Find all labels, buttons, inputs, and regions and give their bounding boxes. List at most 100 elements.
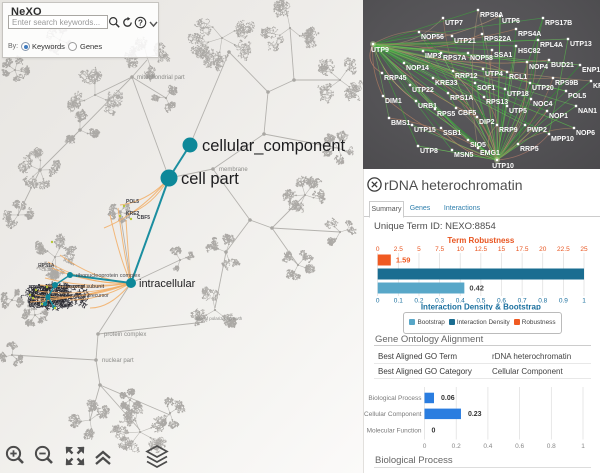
network-node-label: ENP1	[582, 67, 600, 74]
tab-genes[interactable]: Genes	[408, 201, 432, 215]
network-node-label: UTP8	[420, 148, 438, 155]
network-node-nop58[interactable]	[467, 52, 469, 54]
network-node-nop4[interactable]	[526, 61, 528, 63]
tree-gene-label: CBF5	[137, 215, 150, 221]
network-node-rrp5[interactable]	[517, 143, 519, 145]
network-node-hsc82[interactable]	[515, 45, 517, 47]
interaction-density-bar[interactable]	[378, 269, 584, 280]
network-node-nop1[interactable]	[546, 110, 548, 112]
collapse-icon[interactable]	[147, 18, 160, 31]
network-node-label: MSN5	[454, 152, 474, 159]
network-node-rps1a[interactable]	[447, 92, 449, 94]
network-node-utp15[interactable]	[411, 124, 413, 126]
tab-summary[interactable]: Summary	[369, 201, 404, 218]
network-node-sio5[interactable]	[467, 139, 469, 141]
zoom-out-icon[interactable]	[33, 444, 55, 468]
network-node-nop14[interactable]	[403, 62, 405, 64]
network-node-utp9[interactable]	[372, 43, 374, 45]
network-node-utp18[interactable]	[504, 88, 506, 90]
network-node-nop6[interactable]	[573, 127, 575, 129]
network-node-nan1[interactable]	[575, 105, 577, 107]
network-node-label: UTP20	[532, 85, 554, 92]
network-node-rrp9[interactable]	[496, 124, 498, 126]
search-icon[interactable]	[108, 16, 121, 29]
tree-node-intracellular[interactable]	[126, 278, 136, 288]
network-node-utp20[interactable]	[529, 82, 531, 84]
network-node-ssb1[interactable]	[440, 127, 442, 129]
network-node-utp4[interactable]	[482, 68, 484, 70]
legend-item[interactable]: Bootstrap	[409, 319, 444, 326]
go-bar[interactable]	[425, 409, 461, 420]
tree-node-label: cellular_component	[202, 137, 346, 155]
tree-node-cell-part[interactable]	[161, 170, 178, 187]
network-node-mpp10[interactable]	[548, 133, 550, 135]
legend-swatch	[409, 319, 415, 325]
legend-item[interactable]: Interaction Density	[449, 319, 510, 326]
network-node-pol5[interactable]	[565, 90, 567, 92]
network-node-label: NOP56	[421, 34, 444, 41]
network-node-rpl4a[interactable]	[537, 39, 539, 41]
network-node-rps7a[interactable]	[440, 52, 442, 54]
network-node-utp6[interactable]	[499, 15, 501, 17]
network-node-imp3[interactable]	[422, 50, 424, 52]
tab-interactions[interactable]: Interactions	[440, 201, 484, 215]
network-node-label: UTP5	[509, 108, 527, 115]
network-node-rps9b[interactable]	[552, 77, 554, 79]
tree-node-cellular-component[interactable]	[183, 138, 198, 153]
legend-item[interactable]: Robustness	[514, 319, 556, 326]
help-icon[interactable]: ?	[134, 16, 147, 29]
network-node-dip2[interactable]	[476, 116, 478, 118]
network-node-kre33[interactable]	[432, 77, 434, 79]
collapse-chevrons-icon[interactable]	[94, 450, 112, 468]
network-node-rrp45[interactable]	[381, 72, 383, 74]
search-input[interactable]	[8, 15, 108, 29]
network-node-rps4a[interactable]	[515, 28, 517, 30]
network-node-rps5[interactable]	[434, 108, 436, 110]
network-node-krr1[interactable]	[590, 80, 592, 82]
network-node-label: DIM1	[385, 98, 402, 105]
bootstrap-bar[interactable]	[378, 283, 465, 294]
radio-genes[interactable]	[68, 42, 77, 51]
network-node-rps8a[interactable]	[477, 9, 479, 11]
network-node-utp13[interactable]	[567, 38, 569, 40]
go-bar[interactable]	[425, 393, 435, 404]
network-node-utp22[interactable]	[409, 84, 411, 86]
network-node-urb1[interactable]	[415, 100, 417, 102]
network-node-sof1[interactable]	[474, 82, 476, 84]
network-node-utp10[interactable]	[496, 159, 498, 161]
network-node-utp8[interactable]	[417, 145, 419, 147]
network-node-utp21[interactable]	[451, 35, 453, 37]
network-node-rcl1[interactable]	[506, 71, 508, 73]
zoom-controls	[4, 444, 174, 470]
network-node-cbf5[interactable]	[455, 107, 457, 109]
network-node-rps13[interactable]	[483, 96, 485, 98]
network-node-emg1[interactable]	[477, 147, 479, 149]
network-node-bud21[interactable]	[548, 59, 550, 61]
robustness-bar[interactable]	[378, 255, 391, 266]
network-node-rrp12[interactable]	[452, 70, 454, 72]
network-node-bms1[interactable]	[388, 117, 390, 119]
network-node-nop56[interactable]	[418, 31, 420, 33]
layers-icon[interactable]	[144, 444, 170, 470]
network-node-utp5[interactable]	[506, 105, 508, 107]
network-node-ssa1[interactable]	[491, 49, 493, 51]
network-node-dim1[interactable]	[382, 95, 384, 97]
tree-term-label: ribosomal subunit	[61, 284, 105, 290]
network-node-rps17b[interactable]	[542, 17, 544, 19]
network-node-utp7[interactable]	[442, 17, 444, 19]
expand-icon[interactable]	[63, 444, 87, 468]
radio-keywords[interactable]	[21, 42, 30, 51]
zoom-in-icon[interactable]	[4, 444, 26, 468]
network-node-pwp2[interactable]	[524, 124, 526, 126]
by-label: By:	[8, 43, 18, 50]
network-node-noc4[interactable]	[530, 98, 532, 100]
network-node-rps22a[interactable]	[481, 33, 483, 35]
tree-term-label: protein complex	[104, 332, 146, 338]
network-node-msn5[interactable]	[451, 149, 453, 151]
refresh-icon[interactable]	[121, 16, 134, 29]
axis-tick-label: 0.2	[452, 443, 461, 450]
network-node-enp1[interactable]	[579, 64, 581, 66]
close-icon[interactable]	[367, 177, 382, 192]
